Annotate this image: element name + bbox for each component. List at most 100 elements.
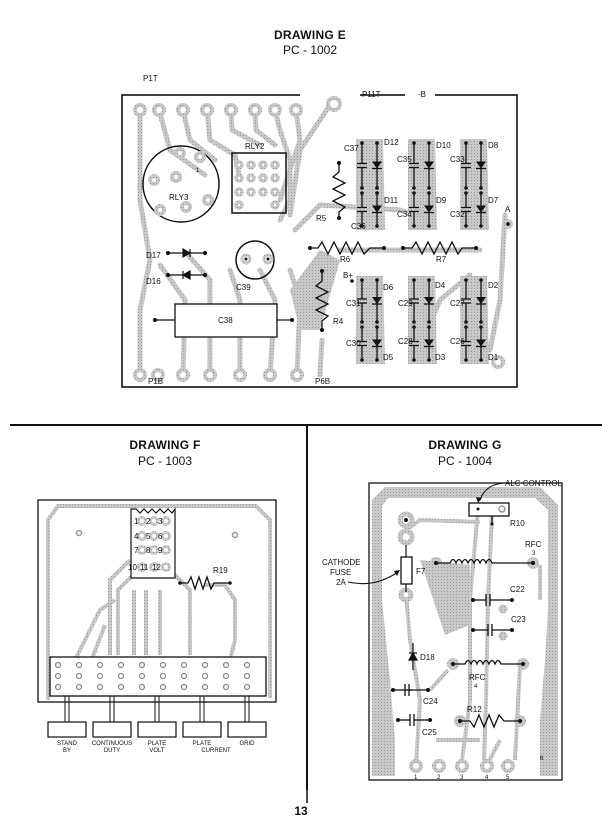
bank-pad: [75, 683, 83, 691]
bank-pad: [180, 661, 188, 669]
c36-label: C36: [351, 222, 366, 231]
connector-pin-pad: [409, 759, 423, 773]
switch-label-line2: BY: [63, 748, 71, 754]
drawing-g-title: DRAWING G: [428, 438, 502, 452]
p11t-label: P11T: [362, 90, 381, 99]
switch-label-line2: VOLT: [149, 748, 165, 754]
drawing-e-title: DRAWING E: [273, 28, 347, 42]
r19-label: R19: [213, 566, 228, 575]
diode-symbol: [476, 278, 486, 324]
a-label: A: [505, 205, 511, 214]
c34-label: C34: [397, 210, 412, 219]
capacitor-symbol: [409, 278, 419, 324]
connector-pin-label: 3: [460, 775, 464, 781]
p6b-label: P6B: [315, 377, 330, 386]
c37-label: C37: [344, 144, 359, 153]
connector-pin-label: 2: [437, 775, 441, 781]
diode-symbol: [372, 325, 382, 362]
switch-pin-label: 8: [146, 546, 151, 555]
bank-pad: [117, 661, 125, 669]
bank-pad: [117, 683, 125, 691]
diode-symbol: [424, 325, 434, 362]
bank-pad: [243, 683, 251, 691]
rly3-label: RLY3: [169, 193, 189, 202]
bank-pad: [222, 683, 230, 691]
rfc3-number: 3: [532, 551, 536, 557]
bank-pad: [201, 661, 209, 669]
drawing-g-board: PC - 1004: [437, 454, 493, 468]
switch-pin-label: 11: [140, 563, 149, 572]
capacitor-symbol: [357, 191, 367, 228]
bank-pad: [180, 672, 188, 680]
diode-symbol: [424, 191, 434, 228]
alc-control-label: ALC CONTROL: [505, 479, 562, 488]
capacitor-symbol: [461, 141, 471, 190]
r4-label: R4: [333, 317, 344, 326]
switch-pin-label: 6: [158, 532, 163, 541]
connector-pin-pad: [455, 759, 469, 773]
connector-pin-label: 5: [506, 775, 510, 781]
capacitor-symbol: [461, 325, 471, 362]
bank-pad: [222, 661, 230, 669]
c23-label: C23: [511, 615, 526, 624]
bank-pad: [159, 672, 167, 680]
bank-pad: [96, 672, 104, 680]
capacitor-symbol: [461, 191, 471, 228]
capacitor-symbol: [357, 278, 367, 324]
bank-pad: [222, 672, 230, 680]
switch-pin-label: 3: [158, 517, 163, 526]
c39-label: C39: [236, 283, 251, 292]
switch-pin-label: 9: [158, 546, 163, 555]
drawing-f-board: PC - 1003: [137, 454, 193, 468]
bank-pad: [201, 672, 209, 680]
bank-pad: [54, 661, 62, 669]
switch-button-grid[interactable]: GRID: [227, 696, 267, 747]
rfc4-number: 4: [474, 684, 478, 690]
capacitor-symbol: [409, 325, 419, 362]
d3-label: D3: [435, 353, 446, 362]
diode-symbol: [476, 191, 486, 228]
switch-pin-pad: [149, 545, 159, 555]
bank-pad: [201, 683, 209, 691]
d2-label: D2: [488, 281, 499, 290]
capacitor-symbol: [409, 191, 419, 228]
switch-pin-label: 1: [134, 517, 139, 526]
switch-label-line1: CONTINUOUS: [92, 741, 132, 747]
bank-pad: [243, 661, 251, 669]
d9-label: D9: [436, 196, 447, 205]
r10-label: R10: [510, 519, 525, 528]
switch-pin-label: 10: [128, 563, 137, 572]
r10-alc-control: [468, 502, 510, 517]
d1-label: D1: [488, 353, 499, 362]
ladder-pad: [408, 139, 437, 230]
rly3-outline: [142, 145, 220, 223]
f7-label: F7: [416, 567, 426, 576]
switch-label-line2: DUTY: [104, 748, 120, 754]
switch-label-line1: STAND: [57, 741, 78, 747]
c22-label: C22: [510, 585, 525, 594]
cathode-fuse-line3: 2A: [336, 578, 346, 587]
switch-pin-label: 7: [134, 546, 139, 555]
f7-fuse: [400, 556, 413, 585]
capacitor-symbol: [357, 325, 367, 362]
r12-label: R12: [467, 705, 482, 714]
switch-label-line1: GRID: [240, 741, 256, 747]
bank-pad: [75, 661, 83, 669]
switch-pin-pad: [149, 516, 159, 526]
rotary-switch-outline: [130, 507, 176, 579]
switch-pin-pad: [137, 516, 147, 526]
bank-pad: [96, 661, 104, 669]
c26-label: C26: [450, 337, 465, 346]
ladder-pad: [408, 276, 437, 364]
bank-pad: [180, 683, 188, 691]
c39-outline: [235, 240, 275, 280]
d16-label: D16: [146, 277, 161, 286]
switch-label-line1: PLATE: [148, 741, 167, 747]
bank-pad: [138, 672, 146, 680]
